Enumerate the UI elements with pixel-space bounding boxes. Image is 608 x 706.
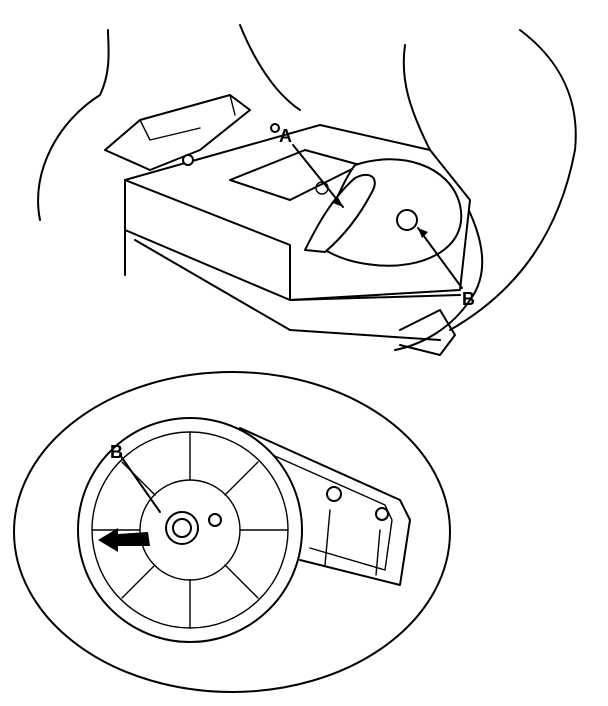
leader-line-a bbox=[292, 144, 344, 208]
callout-b-inset: B bbox=[110, 442, 123, 462]
seat-back-edge bbox=[239, 24, 301, 111]
lever-a bbox=[304, 173, 376, 253]
center-hole bbox=[172, 518, 192, 538]
base-frame-lower-edge bbox=[124, 229, 461, 341]
seat-cushion-left bbox=[37, 29, 110, 221]
arm-hole-2 bbox=[375, 507, 389, 521]
set-screw bbox=[208, 513, 222, 527]
base-frame-top-edge bbox=[124, 179, 291, 301]
lever-arm bbox=[239, 427, 411, 586]
arrowhead-b bbox=[418, 228, 428, 238]
seat-mechanism-illustration: A B bbox=[37, 24, 577, 356]
seat-outer-right bbox=[449, 29, 577, 331]
arrowhead-a bbox=[333, 197, 343, 207]
lever-arm-inner bbox=[249, 444, 393, 571]
rear-bracket-detail bbox=[139, 94, 236, 141]
callout-a: A bbox=[279, 126, 292, 146]
arm-hole-1 bbox=[326, 486, 342, 502]
detail-inset: B bbox=[13, 371, 451, 693]
leader-line-inset-b bbox=[119, 454, 161, 513]
arm-rib-1 bbox=[324, 509, 331, 566]
arm-rib-2 bbox=[375, 529, 381, 576]
arrow-left-icon bbox=[98, 528, 150, 552]
bolt-left bbox=[182, 154, 194, 166]
base-foot bbox=[399, 309, 456, 356]
leader-line-b bbox=[417, 227, 463, 289]
bolt-right bbox=[270, 123, 280, 133]
callout-b-top: B bbox=[462, 289, 475, 309]
knob-b bbox=[396, 209, 418, 231]
seat-cushion-right bbox=[394, 44, 484, 351]
